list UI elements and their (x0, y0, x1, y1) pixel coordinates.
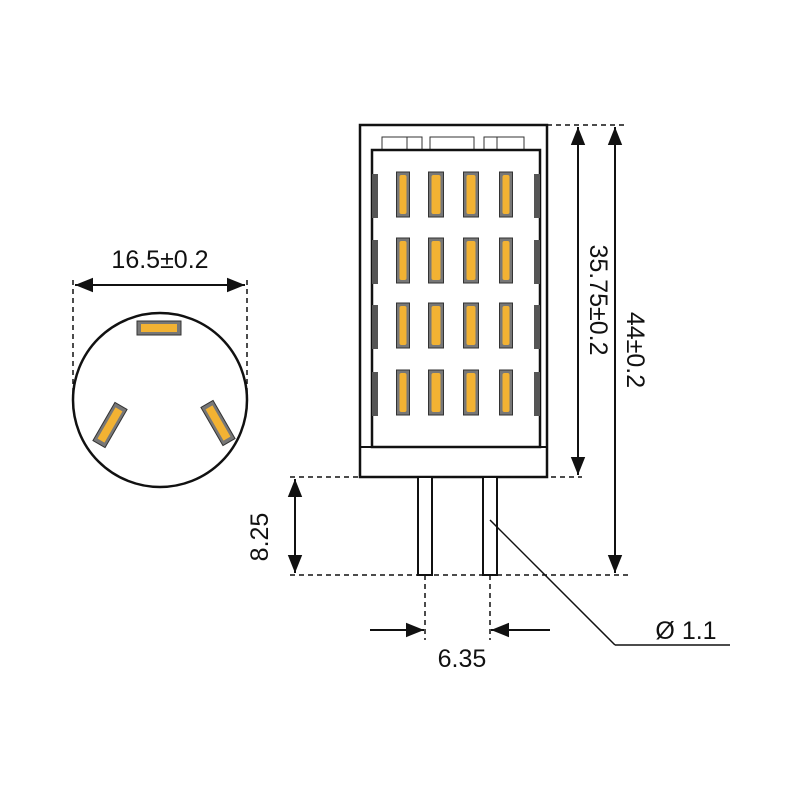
led-chip (431, 306, 441, 345)
led-chip (466, 373, 476, 412)
side-view (358, 123, 549, 576)
led-chip (431, 373, 441, 412)
led-array (372, 171, 540, 416)
led-chip (502, 306, 510, 345)
top-tab-3 (483, 136, 525, 151)
led-chip (399, 241, 407, 280)
pin-left (417, 476, 433, 576)
led-chip (399, 306, 407, 345)
led-chip (502, 241, 510, 280)
pin-right (482, 476, 498, 576)
side-led-strip (372, 174, 378, 218)
diameter-label: 16.5±0.2 (111, 246, 208, 274)
led-right (200, 399, 236, 447)
led-chip (399, 373, 407, 412)
side-led-strip (372, 372, 378, 416)
pin-spacing-label: 6.35 (438, 645, 487, 673)
pin-diameter-leader (489, 519, 616, 646)
body-height-label: 35.75±0.2 (584, 244, 612, 355)
led-top (136, 320, 182, 336)
led-chip (399, 175, 407, 214)
pin-diameter-label: Ø 1.1 (655, 617, 716, 645)
led-chip (466, 241, 476, 280)
led-chip (431, 175, 441, 214)
side-led-strip (372, 305, 378, 349)
side-led-strip (534, 174, 540, 218)
pin-length-label: 8.25 (246, 513, 274, 562)
side-led-strip (534, 240, 540, 284)
top-tab-2 (429, 136, 475, 151)
dimensions (287, 124, 730, 646)
led-chip (502, 175, 510, 214)
top-tab-1 (381, 136, 423, 151)
led-chip (466, 175, 476, 214)
top-view: 16.5±0.2 (71, 246, 249, 489)
total-height-label: 44±0.2 (621, 312, 649, 388)
led-left (92, 401, 128, 449)
led-chip (431, 241, 441, 280)
led-chip (502, 373, 510, 412)
side-led-strip (534, 372, 540, 416)
led-chip (466, 306, 476, 345)
bulb-top-outline (71, 311, 249, 489)
side-led-strip (534, 305, 540, 349)
side-led-strip (372, 240, 378, 284)
